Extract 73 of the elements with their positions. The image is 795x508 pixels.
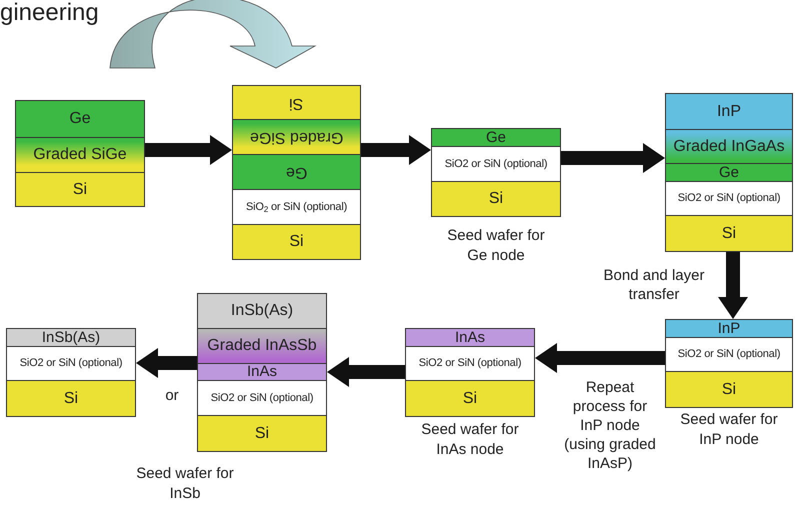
wafer-layer	[198, 294, 326, 329]
layer-label: Si	[64, 390, 78, 408]
wafer-stack	[431, 128, 561, 217]
block-arrow	[145, 135, 232, 165]
layer-label: SiO2 or SiN (optional)	[678, 192, 780, 205]
wafer-layer	[666, 216, 792, 251]
wafer-layer	[198, 416, 326, 451]
wafer-layer	[666, 130, 792, 164]
layer-label: Ge	[486, 130, 506, 146]
layer-label: Si	[289, 94, 304, 112]
layer-label: SiO2 or SiN (optional)	[20, 357, 122, 370]
layer-label: InP	[716, 102, 741, 120]
layer-label: Ge	[69, 110, 91, 128]
layer-label: SiO2 or SiN (optional)	[418, 357, 522, 370]
layer-label: InAs	[454, 330, 485, 346]
wafer-layer	[198, 329, 326, 364]
layer-label: Si	[289, 233, 304, 251]
heading-fragment: gineering	[0, 0, 99, 26]
wafer-layer	[666, 94, 792, 130]
block-arrow	[535, 343, 665, 373]
layer-label: Si	[254, 424, 270, 442]
wafer-layer	[666, 320, 792, 338]
wafer-layer	[7, 329, 135, 347]
wafer-layer	[666, 164, 792, 182]
wafer-layer	[233, 120, 360, 155]
layer-label: SiO$_{2}$ or SiN (optional)	[246, 200, 348, 214]
wafer-stack	[405, 328, 535, 417]
layer-label: Si	[722, 380, 736, 398]
wafer-caption: Seed wafer for InAs node	[420, 420, 520, 460]
wafer-layer	[7, 381, 135, 416]
block-arrow	[718, 250, 748, 319]
wafer-layer	[432, 129, 560, 147]
wafer-caption: Seed wafer for InP node	[679, 410, 779, 450]
wafer-layer	[233, 86, 360, 120]
wafer-stack	[665, 93, 793, 252]
wafer-stack	[6, 328, 136, 417]
layer-label: SiO2 or SiN (optional)	[444, 158, 548, 170]
wafer-layer	[406, 381, 534, 416]
layer-label: Graded InAsSb	[207, 337, 317, 355]
layer-label: SiO2 or SiN (optional)	[678, 348, 780, 361]
layer-label: InP	[718, 320, 740, 336]
block-arrow	[327, 357, 405, 387]
layer-label: SiO2 or SiN (optional)	[210, 392, 314, 404]
wafer-layer	[432, 182, 560, 216]
wafer-layer	[16, 101, 144, 138]
wafer-layer	[233, 155, 360, 190]
wafer-layer	[406, 329, 534, 347]
layer-label: Graded InGaAs	[673, 138, 785, 156]
layer-label: Si	[72, 180, 88, 198]
layer-label: Ge	[286, 163, 308, 181]
layer-label: Si	[722, 224, 736, 242]
block-arrow	[561, 143, 665, 173]
layer-label: Si	[488, 190, 504, 208]
wafer-layer	[198, 364, 326, 381]
layer-label: InAs	[246, 364, 277, 380]
layer-label: Graded SiGe	[250, 128, 344, 146]
layer-label: Graded SiGe	[33, 146, 127, 164]
wafer-stack	[665, 319, 793, 408]
layer-label: Ge	[718, 164, 739, 180]
layer-label: InSb(As)	[42, 330, 100, 346]
wafer-caption: Seed wafer for Ge node	[446, 226, 546, 266]
wafer-stack	[197, 293, 327, 452]
layer-label: InSb(As)	[230, 302, 294, 320]
wafer-layer	[16, 173, 144, 206]
wafer-stack	[15, 100, 145, 207]
wafer-layer	[233, 225, 360, 259]
block-arrow	[361, 135, 431, 165]
wafer-stack	[232, 85, 361, 260]
layer-label: Si	[462, 390, 478, 408]
wafer-layer	[666, 372, 792, 407]
block-arrow	[136, 348, 197, 378]
wafer-caption: Seed wafer for InSb	[135, 464, 235, 504]
wafer-layer	[16, 138, 144, 173]
